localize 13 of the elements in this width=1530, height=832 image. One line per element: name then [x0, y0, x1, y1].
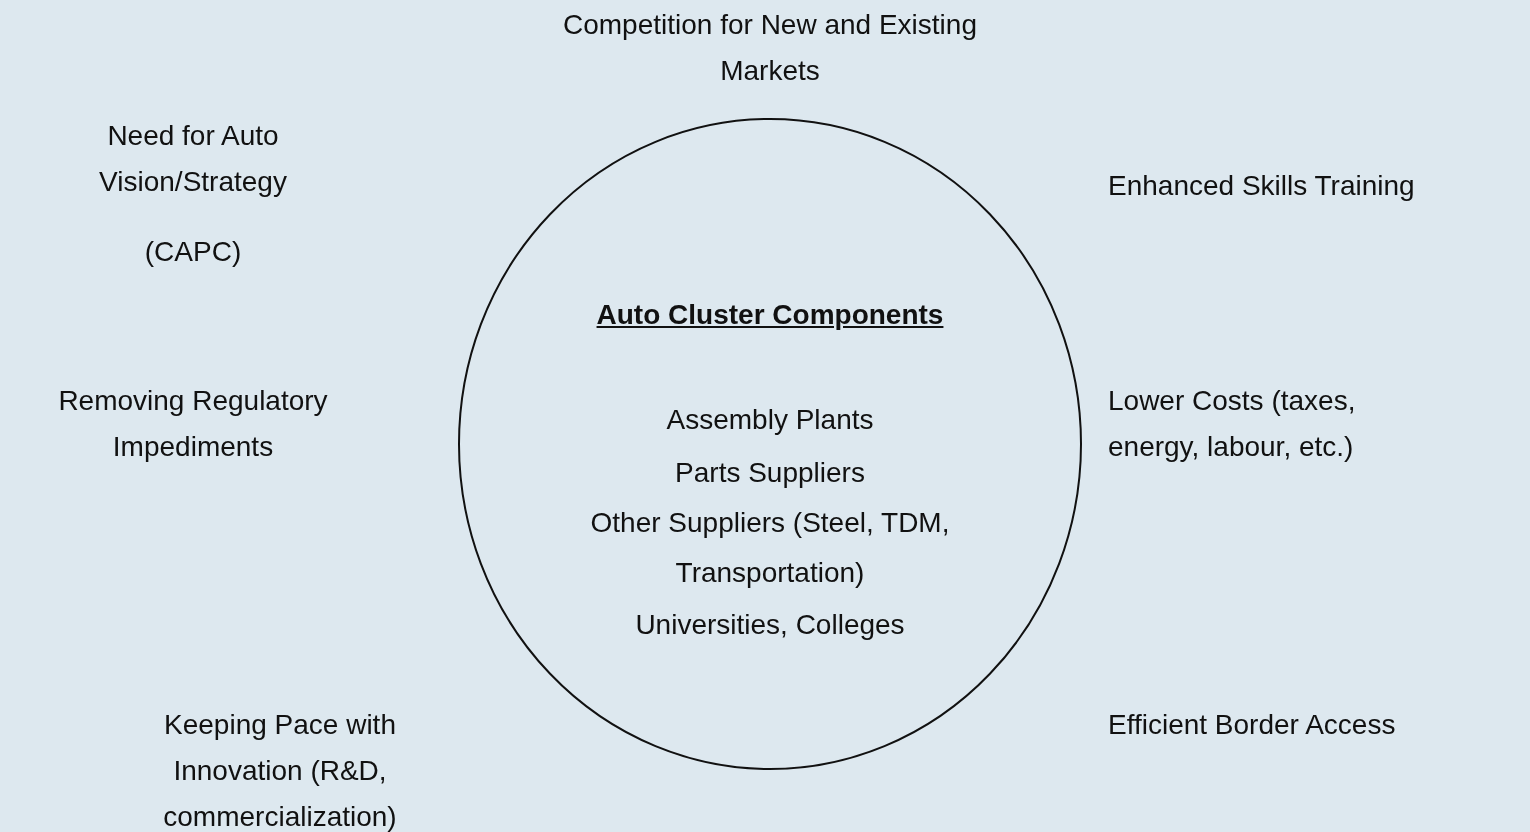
factor-label: Competition for New and Existing Markets: [562, 8, 978, 88]
component-item: Other Suppliers (Steel, TDM, Transportation): [589, 506, 951, 590]
factor-label: Keeping Pace with Innovation (R&D, commercialization): [162, 708, 398, 832]
component-item: Parts Suppliers: [674, 456, 866, 490]
factor-label: Efficient Border Access: [1108, 708, 1397, 742]
factor-label: (CAPC): [143, 235, 243, 269]
component-item: Assembly Plants: [665, 403, 875, 437]
factor-label: Lower Costs (taxes, energy, labour, etc.): [1108, 384, 1357, 464]
factor-label: Need for Auto Vision/Strategy: [98, 119, 288, 199]
factor-label: Enhanced Skills Training: [1108, 169, 1416, 203]
factor-label: Removing Regulatory Impediments: [57, 384, 329, 464]
component-item: Universities, Colleges: [634, 608, 906, 642]
cluster-heading: Auto Cluster Components: [595, 298, 945, 332]
